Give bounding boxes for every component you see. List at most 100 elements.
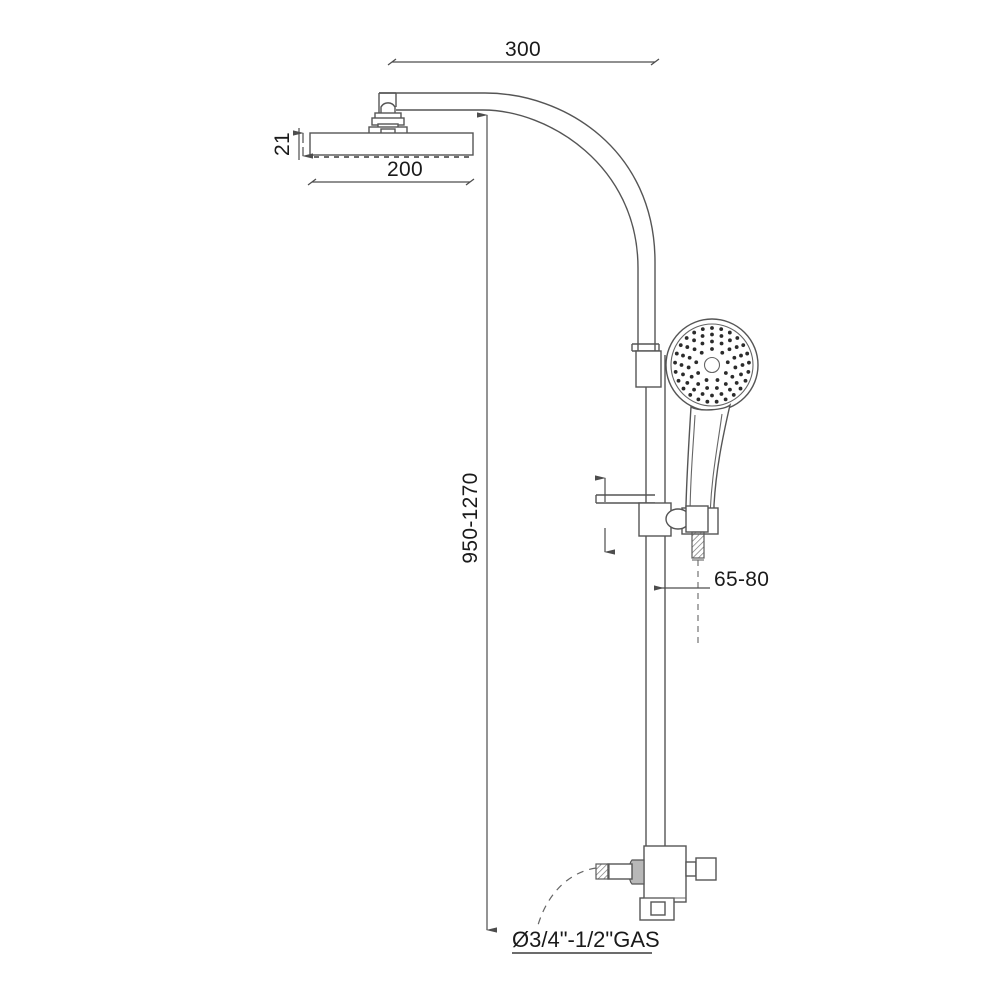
upper-bracket-body xyxy=(635,350,662,388)
overhead-shower-head xyxy=(309,132,474,158)
spray-nozzle-dot xyxy=(696,382,701,386)
spray-nozzle-dot xyxy=(730,374,735,379)
spray-nozzle-dot xyxy=(692,387,696,392)
spray-nozzle-dot xyxy=(719,334,724,338)
spray-nozzle-dot xyxy=(679,363,684,367)
handle-body xyxy=(685,403,732,521)
hose-thread-tail xyxy=(691,531,705,559)
upper-bracket xyxy=(631,343,662,388)
spray-nozzle-dot xyxy=(692,347,697,352)
spray-nozzle-dot xyxy=(741,343,746,348)
spray-nozzle-dot xyxy=(704,378,709,382)
spray-nozzle-dot xyxy=(743,378,748,383)
dimension-arm-reach: 300 xyxy=(387,38,660,66)
spray-nozzle-dot xyxy=(700,392,705,396)
spray-nozzle-dot xyxy=(681,353,685,358)
spray-nozzle-dot xyxy=(719,327,724,332)
spray-nozzle-dot xyxy=(734,381,739,385)
inlet-thread-annotation: Ø3/4"-1/2"GAS xyxy=(512,867,660,954)
spray-nozzle-dot xyxy=(714,386,719,390)
spray-nozzle-dot xyxy=(689,374,694,379)
mixer-inlet-thread xyxy=(595,863,610,880)
dimension-column-height: 950-1270 xyxy=(459,112,497,933)
spray-nozzle-dot xyxy=(681,372,685,377)
spray-nozzle-dot xyxy=(674,351,679,356)
dimension-label-950-1270: 950-1270 xyxy=(459,472,482,563)
spray-nozzle-dot xyxy=(723,397,728,402)
leader-line-inlet xyxy=(537,867,597,926)
spray-nozzle-dot xyxy=(710,332,714,337)
hand-shower-spray-dots xyxy=(673,326,751,404)
spray-nozzle-dot xyxy=(746,370,751,374)
spray-nozzle-dot xyxy=(745,351,750,356)
spray-nozzle-dot xyxy=(739,353,743,358)
spray-nozzle-dot xyxy=(728,338,732,343)
spray-nozzle-dot xyxy=(739,372,743,377)
hand-shower-inner-ring xyxy=(670,323,754,407)
head-plate-body xyxy=(309,132,474,156)
spray-nozzle-dot xyxy=(733,365,738,370)
mixer-base-plate xyxy=(639,897,675,921)
spray-nozzle-dot xyxy=(720,350,725,355)
mixer-inlet-body xyxy=(607,863,633,880)
mixer-base-slot xyxy=(650,901,666,916)
spray-nozzle-dot xyxy=(700,341,705,346)
arm-curve-outer xyxy=(484,92,656,355)
spray-nozzle-dot xyxy=(727,330,732,335)
handle-highlight-right xyxy=(709,413,723,519)
spray-nozzle-dot xyxy=(715,378,720,382)
spray-nozzle-dot xyxy=(723,382,728,386)
dimension-label-65-80: 65-80 xyxy=(714,568,769,591)
spray-nozzle-dot xyxy=(710,339,714,344)
hand-shower-center-nozzle xyxy=(703,356,721,374)
spray-nozzle-dot xyxy=(710,326,714,330)
spray-nozzle-dot xyxy=(699,350,704,355)
mixer-outlet-neck xyxy=(685,861,697,877)
spray-nozzle-dot xyxy=(710,347,714,351)
spray-nozzle-dot xyxy=(723,371,728,375)
dimension-label-300: 300 xyxy=(505,38,541,61)
spray-nozzle-dot xyxy=(740,363,745,367)
dimension-head-thickness: 21 xyxy=(271,128,313,160)
spray-nozzle-dot xyxy=(686,365,691,370)
inlet-thread-label: Ø3/4"-1/2"GAS xyxy=(512,927,660,952)
spray-nozzle-dot xyxy=(725,360,730,365)
spray-nozzle-dot xyxy=(734,345,739,349)
spray-nozzle-dot xyxy=(747,360,751,365)
spray-nozzle-dot xyxy=(681,386,686,391)
dimension-bracket-offset: 65-80 xyxy=(654,560,769,645)
spray-nozzle-dot xyxy=(673,370,678,374)
riser-pipe xyxy=(645,355,666,855)
spray-nozzle-dot xyxy=(685,381,690,385)
spray-nozzle-dot xyxy=(731,393,736,397)
spray-nozzle-dot xyxy=(688,393,693,397)
spray-nozzle-dot xyxy=(714,399,719,404)
spray-nozzle-dot xyxy=(719,341,724,346)
spray-nozzle-dot xyxy=(700,327,705,332)
spray-nozzle-dot xyxy=(696,371,701,375)
hand-shower-head xyxy=(665,318,759,412)
spray-nozzle-dot xyxy=(694,360,699,365)
spray-nozzle-dot xyxy=(696,397,701,402)
spray-nozzle-dot xyxy=(705,399,710,404)
arm-curve-inner xyxy=(482,109,639,355)
spray-nozzle-dot xyxy=(700,334,705,338)
slide-bracket xyxy=(595,494,709,561)
shower-head-connector xyxy=(368,102,408,136)
spray-nozzle-dot xyxy=(687,355,692,360)
dimension-label-21: 21 xyxy=(271,132,294,156)
spray-nozzle-dot xyxy=(692,330,697,335)
arm-stub-sides xyxy=(378,93,397,114)
spray-nozzle-dot xyxy=(719,392,724,396)
dimension-head-width: 200 xyxy=(307,158,475,186)
spray-nozzle-dot xyxy=(735,336,740,340)
spray-nozzle-dot xyxy=(738,386,743,391)
dimension-label-200: 200 xyxy=(387,158,423,181)
spray-nozzle-dot xyxy=(710,393,714,398)
mixer-main-body xyxy=(643,845,687,903)
shower-arm xyxy=(378,92,656,355)
spray-nozzle-dot xyxy=(684,336,689,340)
spray-nozzle-dot xyxy=(678,343,683,348)
